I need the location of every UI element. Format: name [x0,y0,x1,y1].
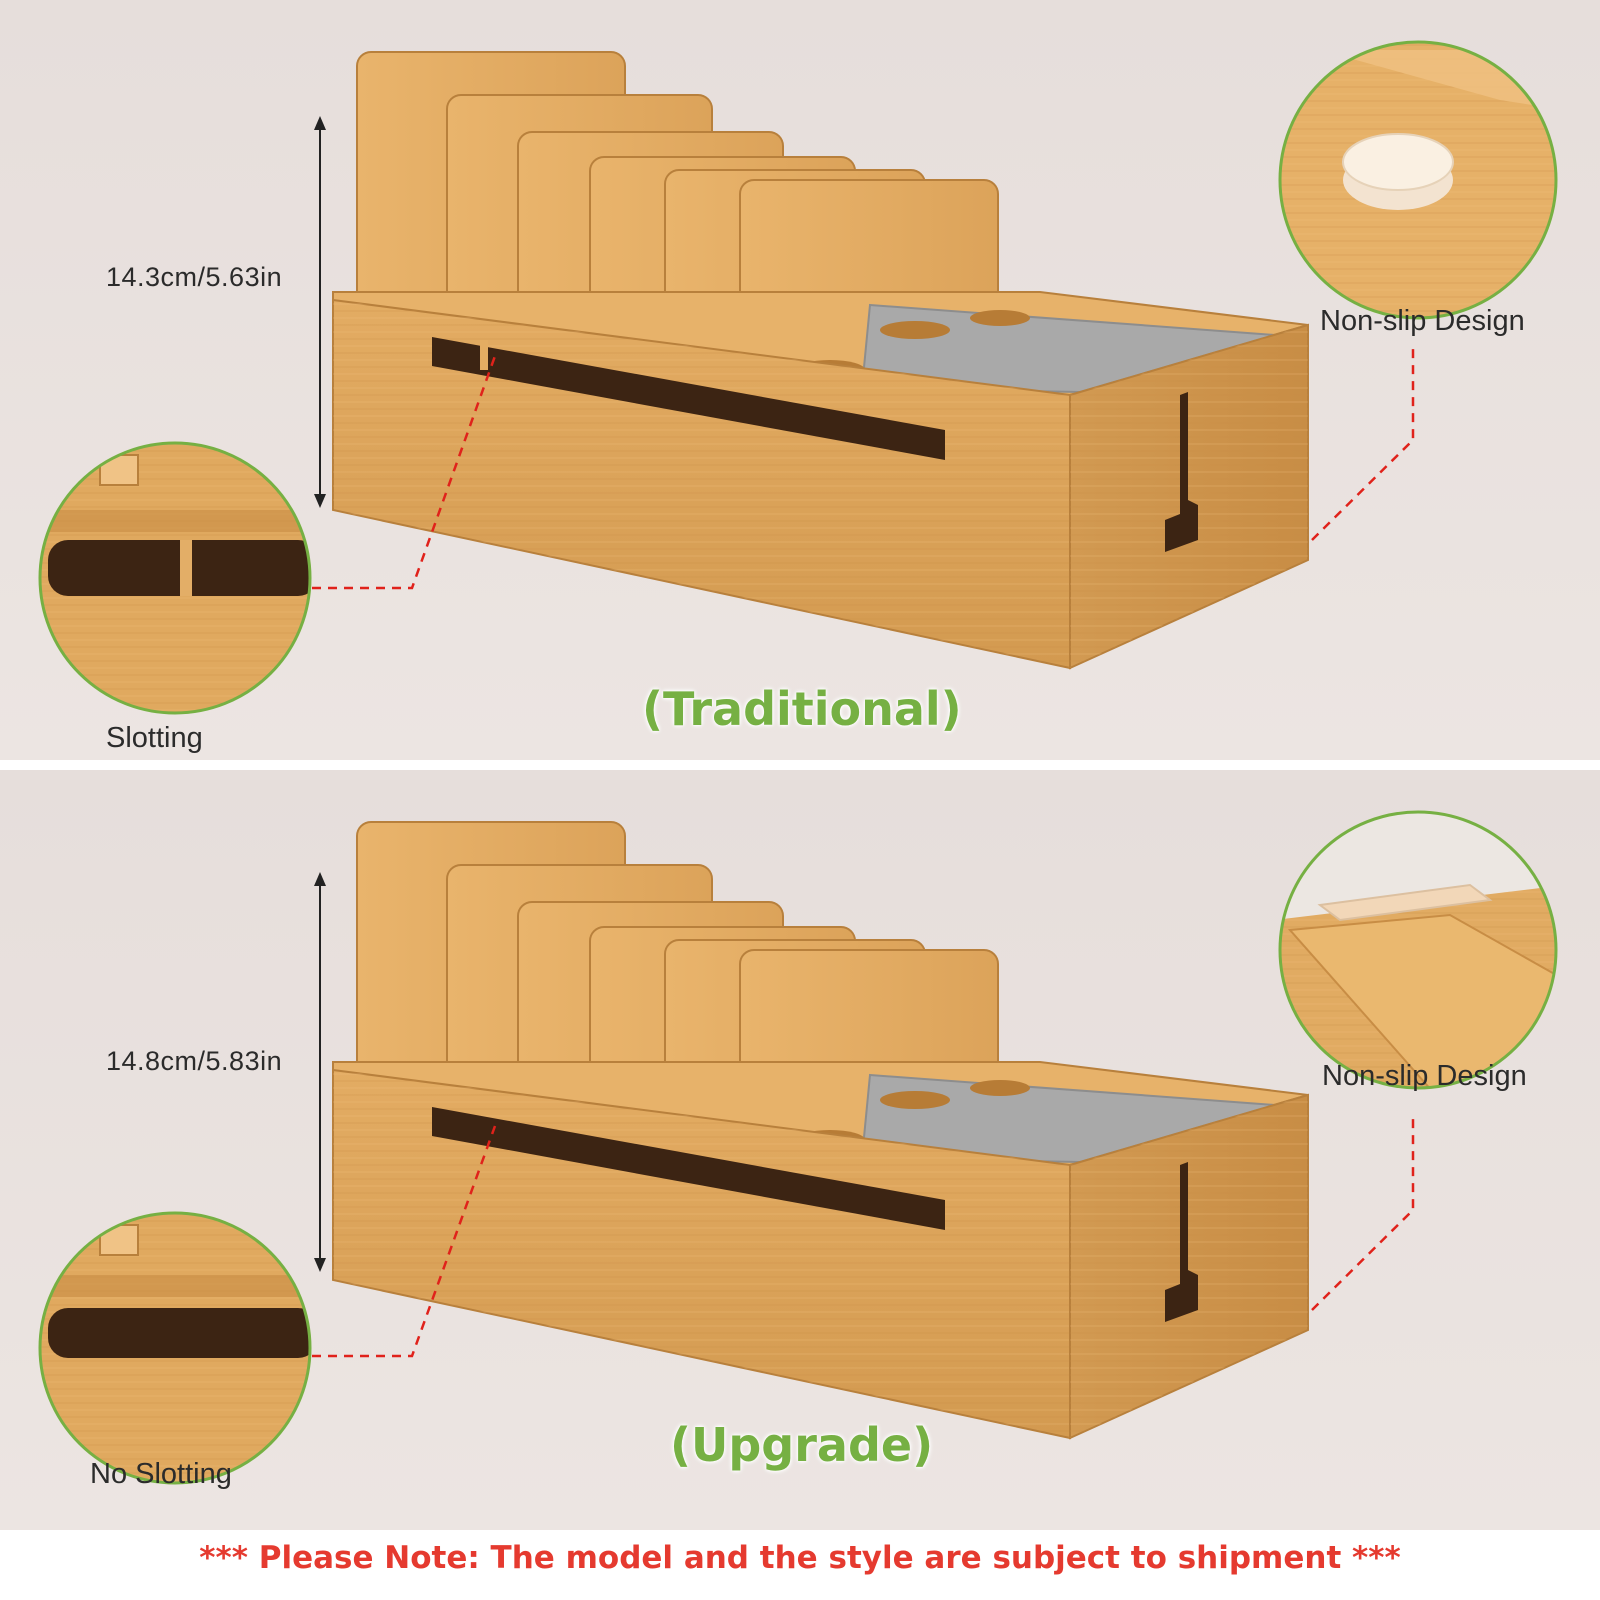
variant-title-upgrade: (Upgrade) [670,1418,934,1472]
side-cable-notch [1165,1162,1198,1322]
height-dimension-label: 14.3cm/5.63in [106,262,283,292]
upgrade-organizer-illustration [38,810,1558,1485]
slotting-callout-label: Slotting [106,722,203,754]
slotting-zoom-circle [38,441,312,715]
non-slip-callout-label: Non-slip Design [1322,1060,1527,1092]
slotting-leader [312,355,497,590]
non-slip-zoom-circle [1278,40,1558,320]
non-slip-leader [1311,1117,1415,1311]
variant-title-traditional: (Traditional) [642,682,962,736]
bottom-panel-upgrade: 14.8cm/5.83in Non-slip Design No Slottin… [0,770,1600,1530]
no-slotting-zoom-circle [38,1211,312,1485]
traditional-organizer-illustration [38,40,1558,715]
non-slip-callout-label: Non-slip Design [1320,305,1525,337]
top-panel-traditional: 14.3cm/5.63in Non-slip Design Slotting (… [0,0,1600,760]
height-dimension-label: 14.8cm/5.83in [106,1046,283,1076]
no-slotting-leader [312,1125,497,1358]
no-slotting-callout-label: No Slotting [90,1458,232,1490]
cable-slot [432,337,945,460]
divider-boards [356,821,999,1136]
panel-divider [0,760,1600,770]
cable-slot [432,1107,945,1230]
shipment-note: *** Please Note: The model and the style… [199,1540,1401,1576]
non-slip-leader [1311,347,1415,541]
height-arrow [314,872,326,1272]
non-slip-zoom-circle [1278,810,1558,1090]
height-arrow [314,116,326,508]
side-cable-notch [1165,392,1198,552]
